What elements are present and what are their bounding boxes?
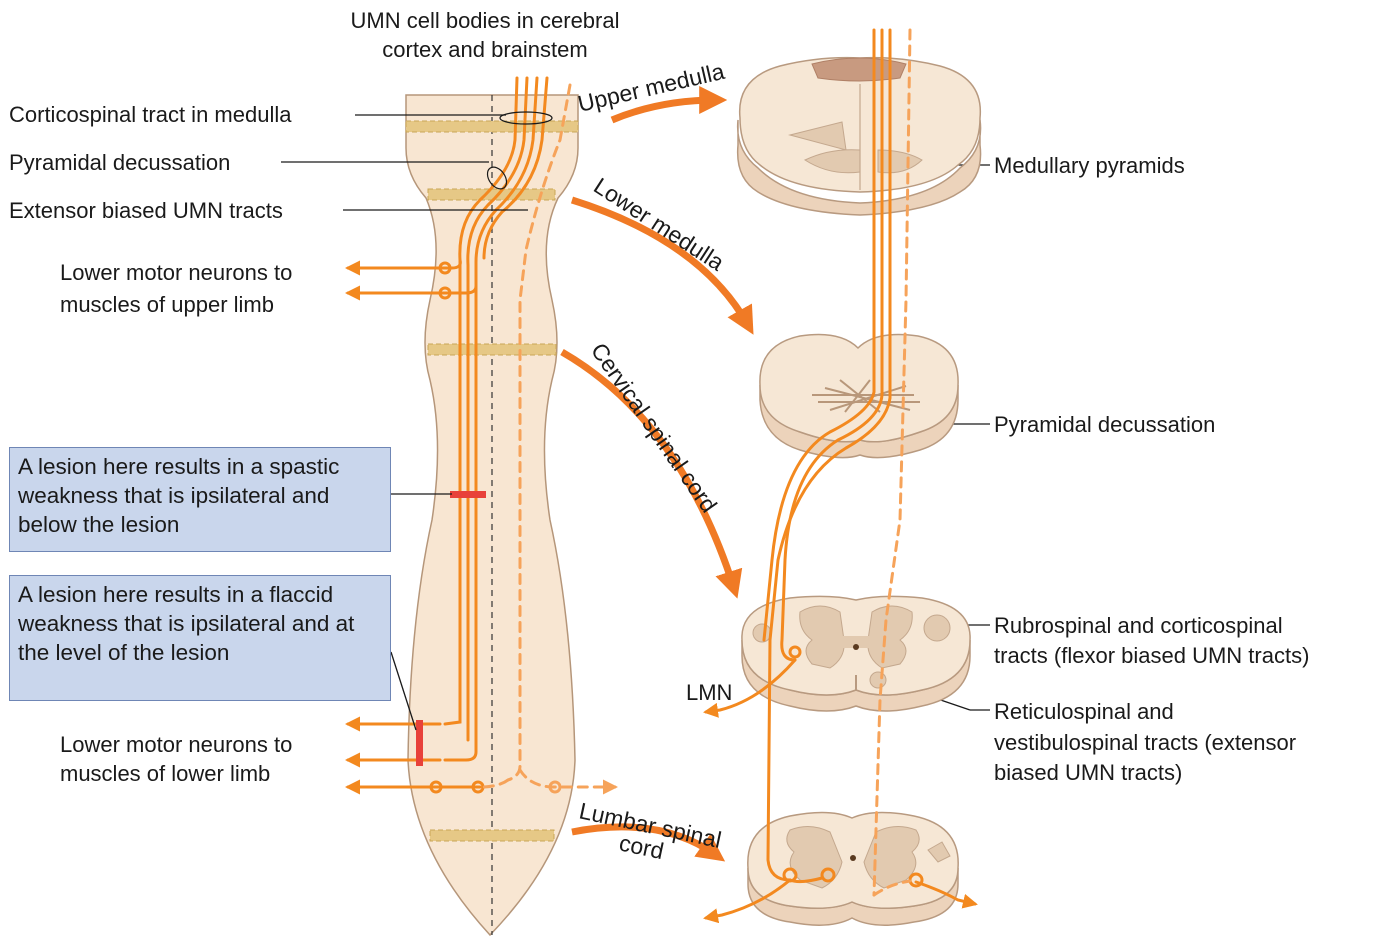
lmn-upper-label: Lower motor neurons to <box>60 260 292 285</box>
reticulospinal-label: vestibulospinal tracts (extensor <box>994 730 1296 755</box>
level-band <box>430 830 554 841</box>
reticulospinal-label: Reticulospinal and <box>994 699 1174 724</box>
cervical-spinal-cord-label: Cervical spinal cord <box>586 338 722 517</box>
lower-medulla-label: Lower medulla <box>589 172 729 275</box>
lmn-label: LMN <box>686 680 732 705</box>
pyramidal-decussation-label-left: Pyramidal decussation <box>9 150 230 175</box>
lesion-marker-spastic <box>450 491 486 498</box>
rubrospinal-label: tracts (flexor biased UMN tracts) <box>994 643 1309 668</box>
spastic-lesion-note: A lesion here results in a spastic weakn… <box>9 447 391 552</box>
lmn-lower-label: Lower motor neurons to <box>60 732 292 757</box>
level-band <box>428 344 556 355</box>
umn-cell-bodies-label: cortex and brainstem <box>382 37 587 62</box>
level-band <box>428 189 555 200</box>
corticospinal-medulla-label: Corticospinal tract in medulla <box>9 102 292 127</box>
lumbar-cord-section <box>748 812 958 925</box>
lmn-lower-label: muscles of lower limb <box>60 761 270 786</box>
rubrospinal-label: Rubrospinal and corticospinal <box>994 613 1283 638</box>
level-band <box>406 121 578 132</box>
reticulospinal-label: biased UMN tracts) <box>994 760 1182 785</box>
lesion-marker-flaccid <box>416 720 423 766</box>
cervical-cord-section <box>742 596 970 711</box>
medullary-pyramids-label: Medullary pyramids <box>994 153 1185 178</box>
arrow-cervical <box>562 352 734 588</box>
extensor-biased-label: Extensor biased UMN tracts <box>9 198 283 223</box>
longitudinal-spinal-cord <box>406 95 578 935</box>
umn-cell-bodies-label: UMN cell bodies in cerebral <box>351 8 620 33</box>
pyramidal-decussation-label-right: Pyramidal decussation <box>994 412 1215 437</box>
upper-medulla-section <box>738 58 981 215</box>
lmn-upper-label: muscles of upper limb <box>60 292 274 317</box>
flaccid-lesion-note: A lesion here results in a flaccid weakn… <box>9 575 391 701</box>
